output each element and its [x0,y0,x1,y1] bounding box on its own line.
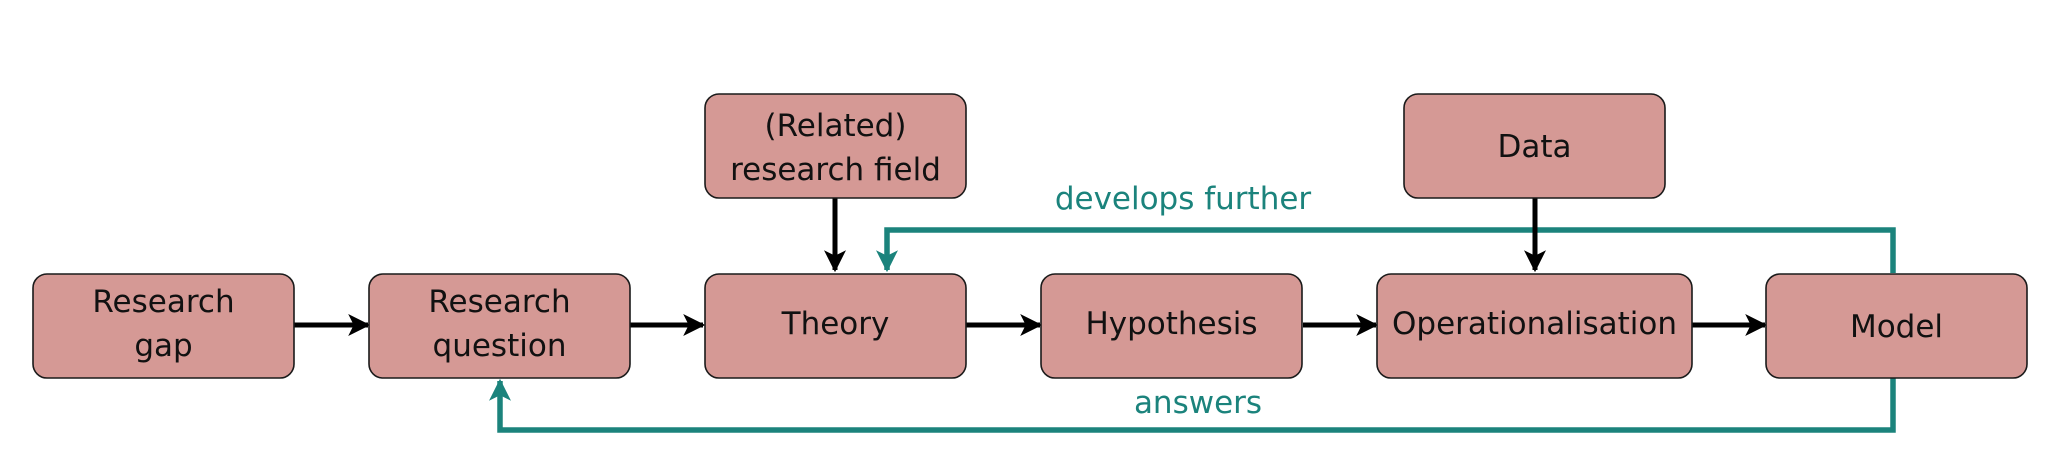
node-related-research-field-line-1: (Related) [765,108,907,144]
node-research-question: Research question [368,273,631,379]
node-operationalisation: Operationalisation [1376,273,1693,379]
node-model: Model [1765,273,2028,379]
node-operationalisation-label: Operationalisation [1392,306,1677,342]
answers-label: answers [1134,385,1262,421]
node-theory-label: Theory [781,306,890,342]
node-research-question-line-1: Research [428,284,570,320]
node-data: Data [1403,93,1666,199]
node-research-question-line-2: question [433,328,567,364]
develops-further-arrow [876,227,1896,273]
answers-arrow [489,378,1896,433]
node-related-research-field: (Related) research field [704,93,967,199]
develops-further-label: develops further [1055,181,1312,217]
node-hypothesis-label: Hypothesis [1085,306,1257,342]
node-related-research-field-line-2: research field [730,152,941,188]
node-research-gap-line-1: Research [92,284,234,320]
node-model-label: Model [1850,309,1943,345]
node-research-gap-line-2: gap [134,328,192,364]
node-hypothesis: Hypothesis [1040,273,1303,379]
node-theory: Theory [704,273,967,379]
node-data-label: Data [1497,129,1571,165]
node-research-gap: Research gap [32,273,295,379]
